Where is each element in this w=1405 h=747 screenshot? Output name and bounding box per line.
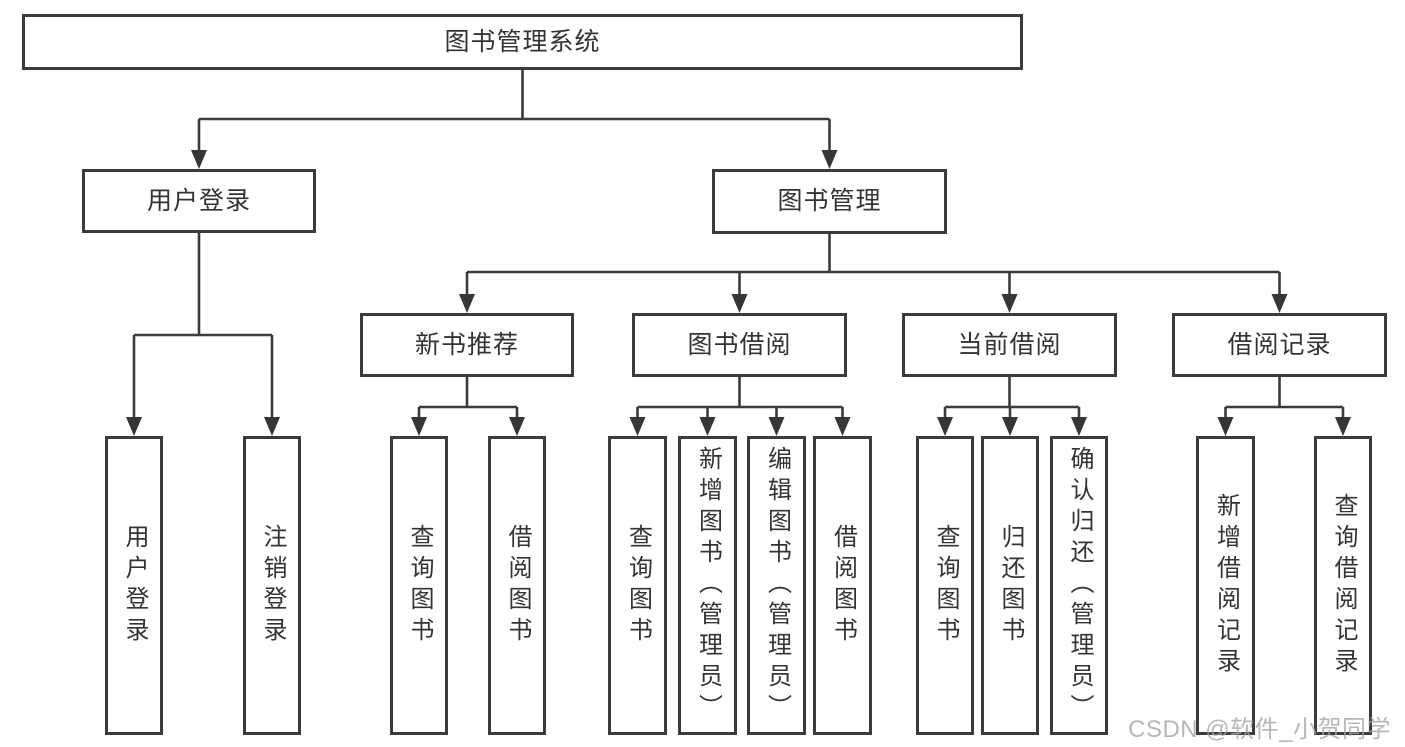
arrowhead: [731, 294, 748, 313]
edge-borrow-records-to-leaves: [1224, 377, 1345, 419]
leaf-edit-book-admin: 编辑图书（管理员）: [747, 436, 806, 735]
node-borrow-records: 借阅记录: [1172, 313, 1387, 377]
arrowhead: [1071, 417, 1087, 436]
node-book-borrow: 图书借阅: [632, 313, 847, 377]
leaf-search-books-3: 查询图书: [916, 436, 974, 735]
arrowhead: [768, 417, 785, 436]
node-book-management: 图书管理: [712, 169, 947, 234]
node-user-login: 用户登录: [82, 169, 316, 233]
edge-book-borrow-to-leaves: [636, 377, 844, 419]
arrowhead: [459, 294, 475, 313]
leaf-user-login: 用户登录: [105, 436, 163, 735]
leaf-add-book-admin: 新增图书（管理员）: [678, 436, 737, 735]
leaf-return-book: 归还图书: [981, 436, 1039, 735]
node-current-borrow: 当前借阅: [902, 313, 1117, 377]
leaf-confirm-return-admin: 确认归还（管理员）: [1050, 436, 1108, 735]
arrowhead: [699, 417, 716, 436]
leaf-borrow-books-1: 借阅图书: [488, 436, 546, 735]
arrowhead: [411, 417, 427, 436]
edge-book-mgmt-to-l3: [465, 234, 1281, 296]
arrowhead: [1001, 294, 1018, 313]
leaf-search-books-1: 查询图书: [390, 436, 448, 735]
arrowhead: [191, 150, 207, 169]
csdn-watermark: CSDN @软件_小贺同学: [1128, 716, 1391, 743]
arrowhead: [834, 417, 851, 436]
leaf-borrow-books-2: 借阅图书: [813, 436, 872, 735]
edge-root-to-l2: [197, 70, 831, 152]
leaf-search-books-2: 查询图书: [608, 436, 667, 735]
arrowhead: [1335, 417, 1351, 436]
arrowhead: [1002, 417, 1018, 436]
node-root-book-management-system: 图书管理系统: [22, 14, 1023, 70]
leaf-add-borrow-record: 新增借阅记录: [1196, 436, 1255, 735]
edge-current-borrow-to-leaves: [943, 377, 1081, 419]
leaf-search-borrow-record: 查询借阅记录: [1314, 436, 1372, 735]
arrowhead: [126, 417, 142, 436]
arrowhead: [937, 417, 953, 436]
arrowhead: [1217, 417, 1234, 436]
node-new-book-recommend: 新书推荐: [360, 313, 574, 377]
edge-new-book-to-leaves: [417, 377, 519, 419]
arrowhead: [629, 417, 646, 436]
arrowhead: [509, 417, 525, 436]
arrowhead: [1271, 294, 1288, 313]
arrowhead: [821, 150, 838, 169]
leaf-logout: 注销登录: [243, 436, 301, 735]
arrowhead: [264, 417, 280, 436]
edge-user-login-to-leaves: [132, 233, 274, 419]
